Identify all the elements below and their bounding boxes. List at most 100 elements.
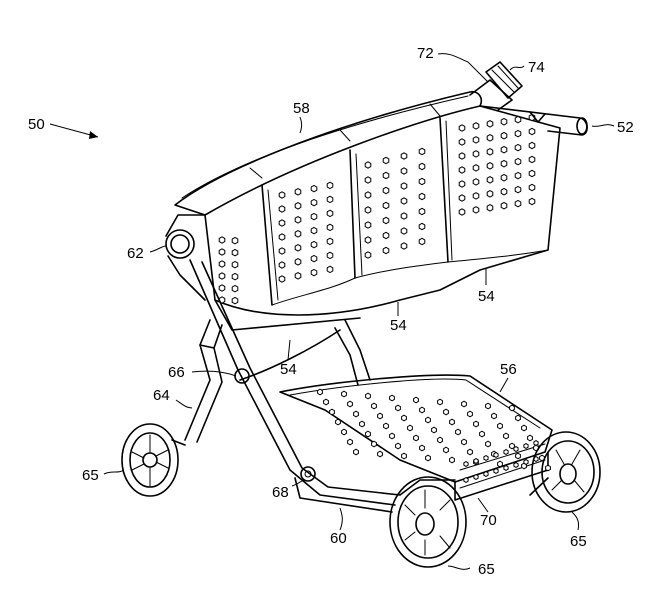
basket-hole bbox=[310, 240, 318, 249]
basket-hole bbox=[278, 275, 286, 283]
basket-hole bbox=[400, 227, 408, 235]
tray-hole bbox=[323, 398, 329, 406]
basket-hole bbox=[500, 187, 508, 196]
tray-hole bbox=[347, 400, 353, 408]
basket-hole bbox=[218, 272, 226, 280]
tray-front-hole bbox=[463, 461, 469, 467]
basket-hole bbox=[231, 260, 239, 269]
basket-hole bbox=[418, 177, 426, 186]
tray-hole bbox=[353, 410, 359, 418]
basket-hole bbox=[382, 246, 390, 255]
tray-hole bbox=[515, 452, 521, 460]
tray-hole bbox=[353, 448, 359, 456]
basket-hole bbox=[310, 268, 318, 277]
label-joint-lower: 68 bbox=[272, 484, 289, 501]
basket-hole bbox=[382, 201, 390, 210]
basket-hole bbox=[326, 223, 334, 232]
basket-hole bbox=[500, 145, 508, 154]
label-wheel-left: 65 bbox=[82, 467, 99, 484]
tray-hole bbox=[341, 390, 347, 398]
tray-hole bbox=[389, 394, 395, 402]
basket-hole bbox=[418, 222, 426, 231]
tray-hole bbox=[455, 428, 461, 436]
tray-hole bbox=[461, 438, 467, 446]
label-wheel-front: 65 bbox=[478, 561, 495, 578]
basket-hole bbox=[418, 207, 426, 216]
basket-hole bbox=[458, 208, 466, 216]
tray-hole bbox=[479, 430, 485, 438]
tray-hole bbox=[545, 464, 551, 472]
basket-hole bbox=[294, 202, 302, 210]
basket-hole bbox=[528, 141, 536, 150]
tray-front-hole bbox=[533, 440, 539, 446]
label-basket-right: 54 bbox=[478, 288, 495, 305]
tray-hole bbox=[413, 434, 419, 442]
tray-hole bbox=[497, 460, 503, 468]
tray-hole bbox=[347, 438, 353, 446]
basket-hole bbox=[278, 233, 286, 241]
tray-hole bbox=[539, 454, 545, 462]
upper-basket bbox=[174, 90, 561, 331]
front-frame bbox=[189, 259, 401, 513]
basket-hole bbox=[364, 161, 372, 169]
tray-front-hole bbox=[493, 468, 499, 474]
tray-hole bbox=[527, 434, 533, 442]
tray-hole bbox=[329, 408, 335, 416]
label-rear-leg: 64 bbox=[153, 387, 170, 404]
basket-hole bbox=[500, 173, 508, 182]
basket-hole bbox=[218, 236, 226, 244]
tray-hole bbox=[371, 402, 377, 410]
wheel-left bbox=[121, 423, 186, 497]
basket-hole bbox=[364, 191, 372, 199]
basket-hole bbox=[500, 117, 508, 126]
basket-hole bbox=[326, 181, 334, 190]
label-wheel-right: 65 bbox=[570, 533, 587, 550]
basket-hole bbox=[486, 134, 494, 142]
basket-hole bbox=[528, 183, 536, 192]
tray-front-hole bbox=[483, 455, 489, 461]
basket-hole bbox=[418, 147, 426, 156]
tray-hole bbox=[461, 400, 467, 408]
basket-hole bbox=[514, 185, 522, 194]
tray-hole bbox=[359, 420, 365, 428]
basket-hole bbox=[382, 231, 390, 240]
basket-hole bbox=[514, 143, 522, 152]
basket-hole bbox=[528, 169, 536, 178]
basket-holes bbox=[218, 113, 536, 305]
basket-hole bbox=[294, 258, 302, 266]
basket-hole bbox=[458, 138, 466, 146]
tray-hole bbox=[509, 442, 515, 450]
tray-hole bbox=[437, 398, 443, 406]
basket-hole bbox=[472, 122, 480, 130]
tray-front-hole bbox=[503, 449, 509, 455]
tray-hole bbox=[485, 402, 491, 410]
tray-front-holes bbox=[317, 388, 551, 483]
basket-hole bbox=[382, 186, 390, 195]
label-device-tip: 74 bbox=[528, 59, 545, 76]
tray-hole bbox=[467, 448, 473, 456]
tray-hole bbox=[443, 446, 449, 454]
label-joint-upper: 66 bbox=[168, 364, 185, 381]
tray-hole bbox=[395, 442, 401, 450]
tray-front-hole bbox=[473, 458, 479, 464]
basket-hole bbox=[486, 190, 494, 198]
tray-hole bbox=[419, 444, 425, 452]
label-cart: 50 bbox=[28, 116, 45, 133]
tray-hole bbox=[317, 388, 323, 396]
basket-hole bbox=[231, 296, 239, 305]
basket-hole bbox=[278, 247, 286, 255]
tray-hole bbox=[431, 426, 437, 434]
basket-hole bbox=[364, 221, 372, 229]
tray-hole bbox=[509, 404, 515, 412]
tray-hole bbox=[503, 432, 509, 440]
basket-hole bbox=[486, 162, 494, 170]
basket-hole bbox=[514, 157, 522, 166]
basket-hole bbox=[400, 182, 408, 190]
tray-hole bbox=[473, 420, 479, 428]
basket-hole bbox=[294, 272, 302, 280]
label-tray-front: 70 bbox=[480, 512, 497, 529]
basket-hole bbox=[400, 197, 408, 205]
basket-hole bbox=[326, 237, 334, 246]
basket-hole bbox=[382, 216, 390, 225]
